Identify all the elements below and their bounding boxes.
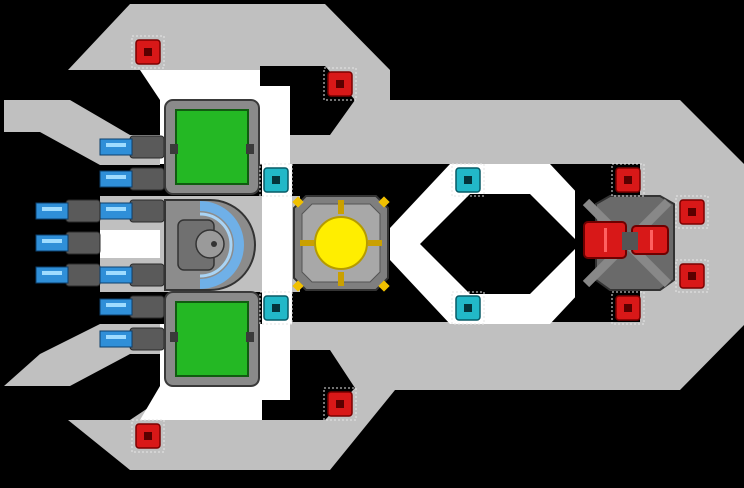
storage-room-bottom[interactable] bbox=[164, 291, 260, 387]
cyan-node[interactable] bbox=[451, 163, 485, 197]
red-node[interactable] bbox=[323, 67, 357, 101]
deck-loop-hole bbox=[420, 194, 580, 294]
thruster bbox=[99, 199, 165, 223]
thruster bbox=[99, 263, 165, 287]
cyan-node[interactable] bbox=[259, 163, 293, 197]
red-node[interactable] bbox=[323, 387, 357, 421]
thruster bbox=[35, 199, 101, 223]
red-node[interactable] bbox=[611, 291, 645, 325]
hull-top-arm bbox=[68, 4, 744, 470]
weapon-nodes bbox=[131, 35, 709, 453]
thruster bbox=[99, 167, 165, 191]
engine-module[interactable] bbox=[164, 199, 256, 291]
thrusters bbox=[35, 135, 165, 351]
thruster bbox=[99, 295, 165, 319]
red-node[interactable] bbox=[675, 259, 709, 293]
thruster bbox=[35, 263, 101, 287]
red-node[interactable] bbox=[611, 163, 645, 197]
weapon-turret[interactable] bbox=[582, 195, 675, 291]
sensor-nodes bbox=[259, 163, 485, 325]
thruster bbox=[99, 135, 165, 159]
cyan-node[interactable] bbox=[259, 291, 293, 325]
storage-room-top[interactable] bbox=[164, 99, 260, 195]
red-node[interactable] bbox=[675, 195, 709, 229]
red-node[interactable] bbox=[131, 419, 165, 453]
thruster bbox=[99, 327, 165, 351]
red-node[interactable] bbox=[131, 35, 165, 69]
thruster bbox=[35, 231, 101, 255]
reactor-core[interactable] bbox=[292, 195, 390, 292]
deck-mid-left bbox=[100, 230, 160, 258]
cyan-node[interactable] bbox=[451, 291, 485, 325]
